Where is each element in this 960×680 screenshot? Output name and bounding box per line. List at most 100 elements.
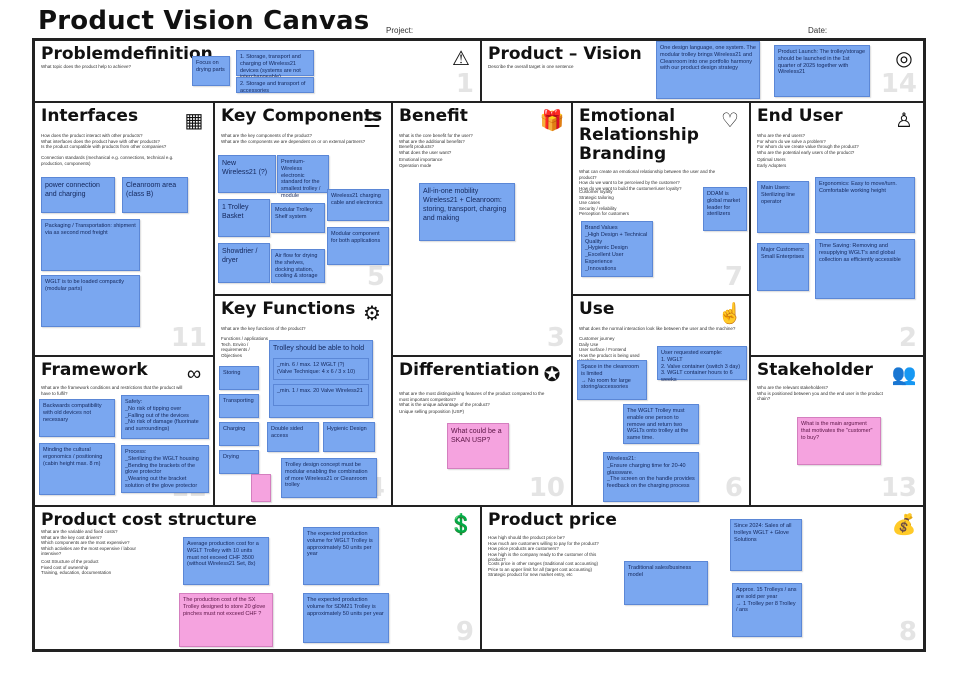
cell-product-cost-structure: Product cost structure What are the vari… <box>34 506 481 650</box>
cell-question: Unique selling proposition (USP) <box>399 409 465 414</box>
cell-title: End User <box>757 106 843 126</box>
gear-hand-icon: ⚙ <box>363 302 381 325</box>
sticky-note[interactable]: Cleanroom area (class B) <box>122 177 188 213</box>
cell-question: What are the framework conditions and re… <box>41 385 183 396</box>
cell-question: What is the core benefit for the user? W… <box>399 133 473 155</box>
sticky-note[interactable]: Average production cost for a WGLT Troll… <box>183 537 269 585</box>
sticky-note[interactable]: Storing <box>219 366 259 390</box>
sticky-note[interactable]: Double sided access <box>267 422 319 452</box>
sticky-note[interactable]: Wireless21: _Ensure charging time for 20… <box>603 452 699 502</box>
sticky-note[interactable]: Safety: _No risk of tipping over _Fallin… <box>121 395 209 439</box>
heart-hand-icon: ♡ <box>721 109 739 132</box>
sticky-note[interactable]: The production cost of the SX Trolley de… <box>179 593 273 647</box>
sticky-note[interactable]: Packaging / Transportation: shipment via… <box>41 219 140 271</box>
sticky-note[interactable]: The WGLT Trolley must enable one person … <box>623 404 699 444</box>
cell-problemdefinition: Problemdefinition What topic does the pr… <box>34 40 481 102</box>
cell-title: Interfaces <box>41 106 139 126</box>
cell-question: Emotional importance Operation mode <box>399 157 443 168</box>
group-icon: 👥 <box>891 363 917 386</box>
stack-hand-icon: ☰ <box>363 109 381 132</box>
cell-title: Benefit <box>399 106 468 126</box>
cell-number: 11 <box>170 323 207 353</box>
cell-number: 3 <box>546 323 565 353</box>
gift-icon: 🎁 <box>539 109 565 132</box>
cell-question: How does the product interact with other… <box>41 133 167 149</box>
sticky-note[interactable]: All-in-one mobility Wireless21 + Cleanro… <box>419 183 515 241</box>
sticky-note[interactable]: Modular Trolley Shelf system <box>271 203 325 233</box>
sticky-note[interactable]: _min. 6 / max. 12 WGLT (?) (Valve Techni… <box>273 358 369 380</box>
cell-use: Use What does the normal interaction loo… <box>572 295 750 506</box>
sticky-note[interactable]: User requested example: 1. WGLT 2. Valve… <box>657 346 747 383</box>
sticky-note[interactable]: Showdrier / dryer <box>218 243 270 283</box>
sticky-note[interactable]: Transporting <box>219 394 259 418</box>
cell-question: What are the most distinguishing feature… <box>399 391 545 407</box>
sticky-note[interactable]: Approx. 15 Trolleys / ans are sold per y… <box>732 583 802 637</box>
cell-question: Customer loyalty Strategic tailoring Use… <box>579 189 630 216</box>
cell-title: Emotional Relationship Branding <box>579 106 699 164</box>
sticky-note[interactable]: Drying <box>219 450 259 474</box>
page-title: Product Vision Canvas <box>38 6 370 36</box>
sticky-note[interactable]: Charging <box>219 422 259 446</box>
sticky-note[interactable]: Process: _Sterilizing the WGLT housing _… <box>121 445 209 493</box>
sticky-note[interactable]: Hygienic Design <box>323 422 375 452</box>
cell-differentiation: Differentiation What are the most distin… <box>392 356 572 506</box>
cell-question: What are the key components of the produ… <box>221 133 366 144</box>
cell-end-user: End User Who are the end users? For whom… <box>750 102 924 356</box>
cost-sheet-icon: 💲 <box>448 513 474 536</box>
sticky-note[interactable]: What could be a SKAN USP? <box>447 423 509 469</box>
cell-title: Product cost structure <box>41 510 257 530</box>
sticky-note[interactable]: Trolley design concept must be modular e… <box>281 458 377 498</box>
sticky-note[interactable]: 2. Storage and transport of accessories <box>236 77 314 94</box>
cell-title: Problemdefinition <box>41 44 213 64</box>
sticky-note[interactable]: Brand Values _High Design + Technical Qu… <box>581 221 653 277</box>
sticky-note[interactable] <box>251 474 271 502</box>
sticky-note[interactable]: _min. 1 / max. 20 Valve Wireless21 <box>273 384 369 406</box>
sticky-note[interactable]: Main Users: Sterilizing line operator <box>757 181 809 233</box>
sticky-note[interactable]: Space in the cleanroom is limited → No r… <box>577 360 647 400</box>
cell-title: Framework <box>41 360 148 380</box>
cell-product-vision: Product – Vision Describe the overall ta… <box>481 40 924 102</box>
cell-number: 5 <box>366 262 385 292</box>
sticky-note[interactable]: The expected production volume for WGLT … <box>303 527 379 585</box>
sticky-note[interactable]: Since 2024: Sales of all trolleys WGLT +… <box>730 519 802 571</box>
cell-number: 9 <box>455 617 474 647</box>
sticky-note[interactable]: Minding the cultural ergonomics / positi… <box>39 443 115 495</box>
sticky-note[interactable]: Product Launch: The trolley/storage shou… <box>774 45 870 97</box>
sticky-note[interactable]: WGLT is to be loaded compactly (modular … <box>41 275 140 327</box>
sticky-note[interactable]: What is the main argument that motivates… <box>797 417 881 465</box>
cell-number: 2 <box>898 323 917 353</box>
sticky-note[interactable]: Modular component for both applications <box>327 227 389 265</box>
sticky-note[interactable]: 1 Trolley Basket <box>218 199 270 237</box>
sticky-note[interactable]: Time Saving: Removing and resupplying WG… <box>815 239 915 299</box>
sticky-note[interactable]: Air flow for drying the shelves, docking… <box>271 249 325 283</box>
sticky-note[interactable]: 1. Storage, transport and charging of Wi… <box>236 50 314 80</box>
cell-title: Use <box>579 299 615 319</box>
sticky-note[interactable]: power connection and charging <box>41 177 115 213</box>
sticky-note[interactable]: The expected production volume for SDM21… <box>303 593 389 643</box>
sticky-note[interactable]: Traditional sales/business model <box>624 561 708 605</box>
sticky-note[interactable]: DDAM is global market leader for sterili… <box>703 187 747 231</box>
sticky-note[interactable]: Ergonomics: Easy to move/turn. Comfortab… <box>815 177 915 233</box>
canvas-board: Problemdefinition What topic does the pr… <box>32 38 926 652</box>
sticky-note[interactable]: Premium-Wireless electronic standard for… <box>277 155 329 199</box>
person-icon: ♙ <box>895 109 913 132</box>
sticky-note[interactable]: One design language, one system. The mod… <box>656 41 760 99</box>
sticky-note[interactable]: New Wireless21 (?) <box>218 155 276 193</box>
cell-product-price: Product price How high should the produc… <box>481 506 924 650</box>
sticky-note[interactable]: Wireless21 charging cable and electronic… <box>327 189 389 221</box>
cell-question: What topic does the product help to achi… <box>41 64 132 69</box>
cell-question: Costs price in other ranges (traditional… <box>488 561 599 577</box>
cell-question: What can create an emotional relationshi… <box>579 169 716 191</box>
cell-question: Functions / applications Tech. Enviro / … <box>221 336 269 358</box>
project-label: Project: <box>386 26 414 35</box>
sticky-note[interactable]: Backwards compatibility with old devices… <box>39 399 115 437</box>
cell-title: Key Components <box>221 106 383 126</box>
medal-icon: ✪ <box>543 363 561 386</box>
sticky-note[interactable]: Focus on drying parts <box>192 56 230 86</box>
sticky-note[interactable]: Major Customers: Small Enterprises <box>757 243 809 291</box>
pointer-hand-icon: ☝ <box>717 302 743 325</box>
cell-number: 8 <box>898 617 917 647</box>
cell-number: 10 <box>528 473 565 503</box>
cell-number: 1 <box>455 69 474 99</box>
cell-stakeholder: Stakeholder Who are the relevant stakeho… <box>750 356 924 506</box>
